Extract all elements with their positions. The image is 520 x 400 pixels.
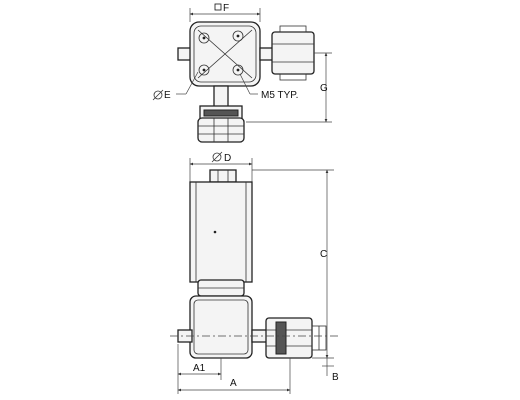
callout-e: E	[152, 71, 199, 101]
dimension-d: D	[189, 151, 253, 182]
front-actuator	[189, 181, 253, 283]
front-top-cap	[209, 169, 237, 183]
square-symbol	[214, 3, 222, 11]
label-f: F	[223, 3, 229, 14]
callout-m5: M5 TYP.	[239, 73, 298, 101]
label-a: A	[230, 378, 237, 389]
label-b: B	[332, 372, 339, 383]
dimension-a1: A1	[177, 344, 222, 380]
top-right-fitting	[271, 31, 315, 75]
dimension-a: A	[177, 358, 291, 394]
front-view: D C	[170, 151, 340, 394]
label-g: G	[320, 83, 328, 94]
label-c: C	[320, 249, 327, 260]
label-a1: A1	[193, 363, 206, 374]
dimension-g: G	[246, 52, 332, 123]
label-d: D	[224, 153, 231, 164]
top-view: F	[152, 3, 332, 143]
top-bottom-fitting	[197, 117, 245, 143]
dimension-c: C	[252, 169, 334, 359]
label-e: E	[164, 90, 171, 101]
dimension-f: F	[189, 3, 261, 22]
top-stem	[213, 85, 229, 109]
dimension-b: B	[322, 358, 339, 383]
label-m5: M5 TYP.	[261, 90, 298, 101]
front-right-fitting	[265, 317, 313, 359]
front-valve-body	[189, 295, 253, 359]
